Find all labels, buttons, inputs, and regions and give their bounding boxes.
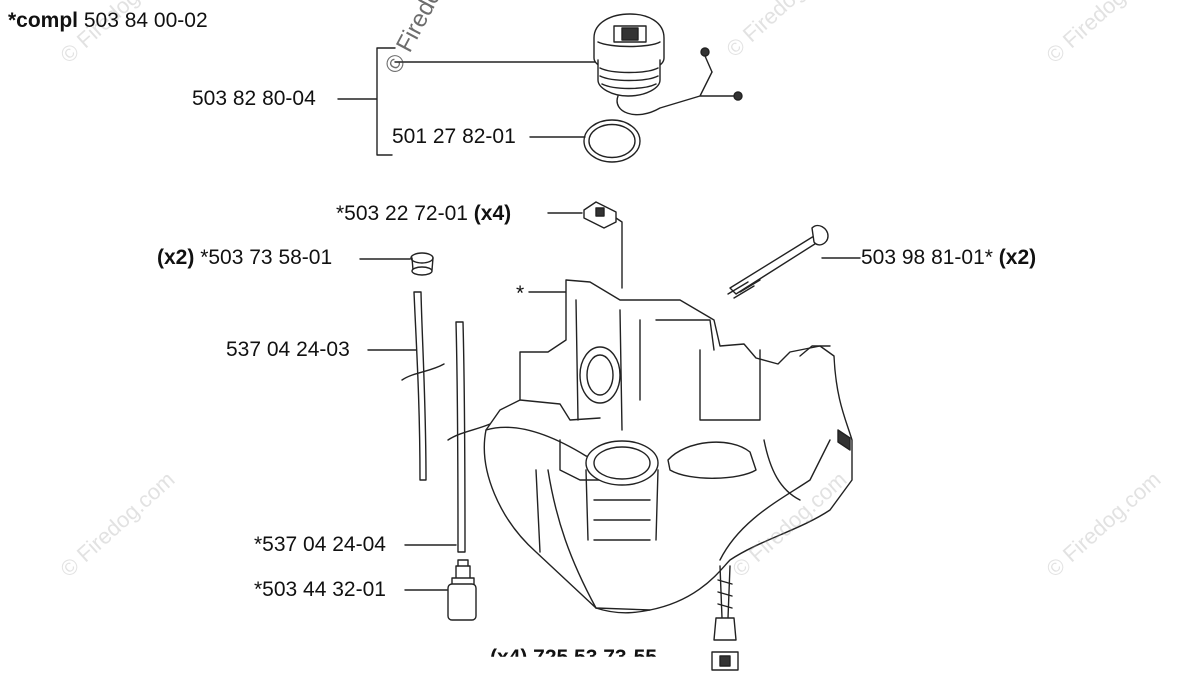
bottom-screw xyxy=(711,565,739,671)
header-label: *compl 503 84 00-02 xyxy=(8,9,208,33)
clip-part-label: *503 22 72-01 (x4) xyxy=(336,202,511,226)
hose1-part-label: 537 04 24-03 xyxy=(226,338,350,361)
filter-part-label: *503 44 32-01 xyxy=(254,578,386,601)
fuel-filter xyxy=(447,559,477,621)
fuel-hoses xyxy=(401,291,491,553)
clip-part-number: *503 22 72-01 xyxy=(336,202,468,225)
leader-lines xyxy=(337,47,861,591)
grommet-part-number: *503 73 58-01 xyxy=(200,246,333,269)
fuel-cap xyxy=(593,13,743,116)
bottom-partial-label: (x4) 725 53 73-55 xyxy=(490,646,657,669)
tank-housing xyxy=(483,279,853,614)
grommet-part-label: (x2) *503 73 58-01 xyxy=(157,246,332,270)
bolt-part-number: 503 98 81-01* xyxy=(861,246,993,269)
bolt-quantity: (x2) xyxy=(998,246,1037,269)
header-prefix: *compl xyxy=(8,9,79,32)
cap-part-label: 503 82 80-04 xyxy=(192,87,316,110)
gasket-ring xyxy=(583,119,641,163)
clip-quantity: (x4) xyxy=(473,202,512,225)
header-number: 503 84 00-02 xyxy=(83,9,208,32)
tank-asterisk-label: * xyxy=(516,282,525,305)
grommet-part xyxy=(410,252,434,276)
hose2-part-label: *537 04 24-04 xyxy=(254,533,386,556)
long-bolt xyxy=(727,224,829,299)
clip-part xyxy=(583,201,617,229)
grommet-quantity: (x2) xyxy=(157,246,195,269)
gasket-part-label: 501 27 82-01 xyxy=(392,125,516,148)
bolt-part-label: 503 98 81-01* (x2) xyxy=(861,246,1036,270)
